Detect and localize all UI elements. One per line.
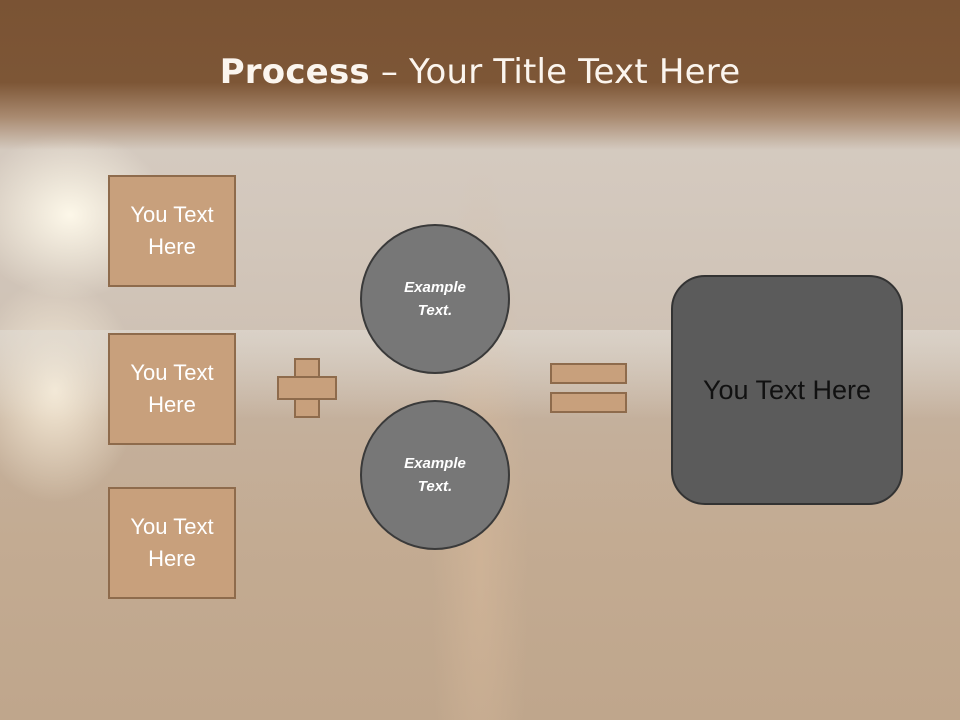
- example-circle-1[interactable]: Example Text.: [360, 224, 510, 374]
- title-rest: – Your Title Text Here: [369, 52, 741, 92]
- circle-label: Example Text.: [404, 279, 466, 319]
- slide-title: Process – Your Title Text Here: [0, 52, 960, 92]
- title-bold: Process: [219, 52, 370, 92]
- title-bar: [0, 0, 960, 150]
- result-label: You Text Here: [702, 374, 872, 405]
- text-box-1[interactable]: You Text Here: [108, 175, 236, 287]
- example-circle-2[interactable]: Example Text.: [360, 400, 510, 550]
- text-box-label: You Text Here: [130, 514, 214, 571]
- text-box-3[interactable]: You Text Here: [108, 487, 236, 599]
- text-box-2[interactable]: You Text Here: [108, 333, 236, 445]
- result-box[interactable]: You Text Here: [671, 275, 903, 505]
- text-box-label: You Text Here: [130, 202, 214, 259]
- circle-label: Example Text.: [404, 455, 466, 495]
- text-box-label: You Text Here: [130, 360, 214, 417]
